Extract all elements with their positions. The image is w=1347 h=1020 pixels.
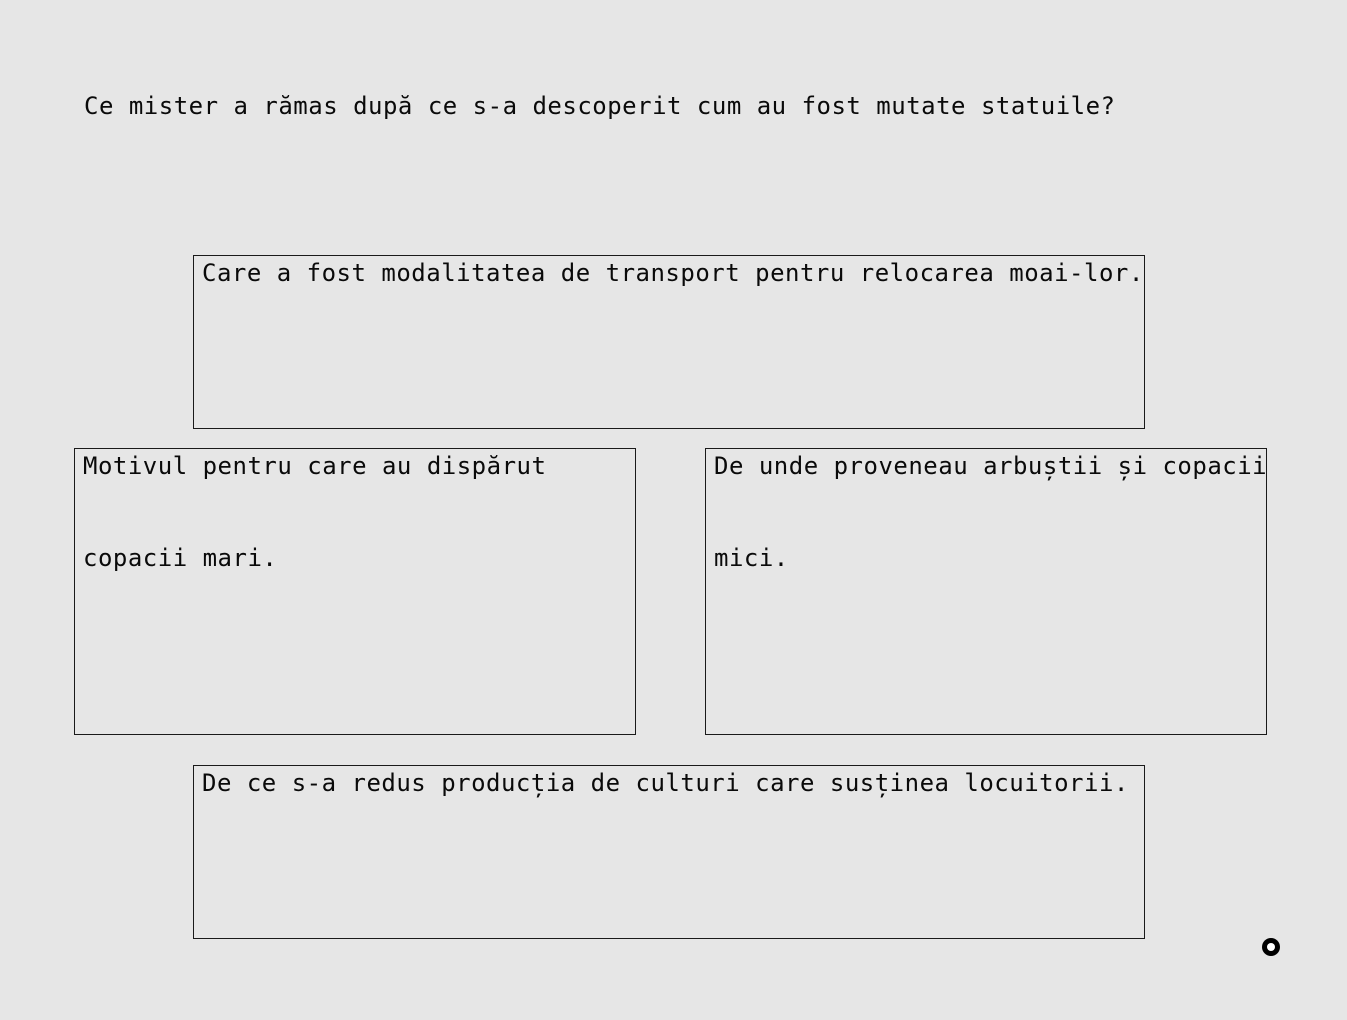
answer-box-big-trees-line1: Motivul pentru care au dispărut — [83, 452, 547, 480]
main-question: Ce mister a rămas după ce s-a descoperit… — [84, 92, 1116, 120]
answer-box-transport-text: Care a fost modalitatea de transport pen… — [202, 259, 1144, 287]
answer-box-small-trees-line1: De unde proveneau arbuștii și copacii — [714, 452, 1268, 480]
answer-box-transport[interactable]: Care a fost modalitatea de transport pen… — [193, 255, 1145, 429]
answer-box-big-trees-line2: copacii mari. — [83, 544, 278, 572]
answer-box-small-trees[interactable]: De unde proveneau arbuștii și copacii mi… — [705, 448, 1267, 735]
answer-box-crops[interactable]: De ce s-a redus producția de culturi car… — [193, 765, 1145, 939]
record-circle-icon-inner — [1267, 943, 1275, 951]
answer-box-small-trees-line2: mici. — [714, 544, 789, 572]
record-circle-icon[interactable] — [1262, 938, 1280, 956]
answer-box-crops-text: De ce s-a redus producția de culturi car… — [202, 769, 1129, 797]
answer-box-big-trees[interactable]: Motivul pentru care au dispărut copacii … — [74, 448, 636, 735]
